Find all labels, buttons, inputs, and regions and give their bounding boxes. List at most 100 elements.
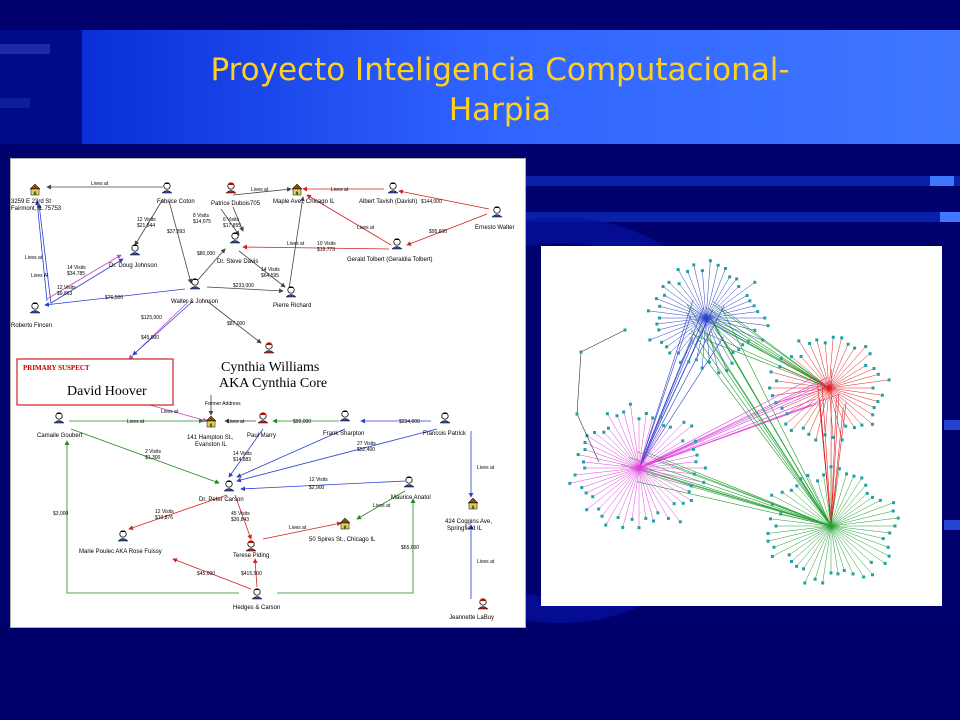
node-label: Jeannette LaBuy [449,615,494,621]
network-node [822,473,826,477]
network-node [852,426,856,430]
network-node [775,379,779,383]
network-edge [823,474,832,527]
edge-label: $9,863 [57,291,73,297]
edge-label: $14,075 [193,219,211,225]
network-node [717,371,721,375]
edge-label: Lives at [127,419,145,425]
network-edge [648,452,832,527]
edge-label: 12 Visits [155,509,174,515]
network-node [657,316,661,320]
network-node [731,350,735,354]
cluster-network-chart [541,246,942,606]
network-edge [586,467,640,510]
network-edge [789,525,832,556]
network-edge [781,387,830,409]
network-node [677,282,681,286]
network-edge [616,415,640,469]
network-edge [656,317,707,325]
network-node [770,394,774,398]
edge-label: Lives at [289,525,307,531]
network-edge [638,426,671,469]
network-node [622,410,626,414]
network-node [630,517,634,521]
edge-label: $415,900 [241,571,262,577]
network-edge [638,467,692,487]
network-edge [638,413,647,469]
network-edge [828,337,842,389]
network-node [660,340,664,344]
network-edge [828,344,849,389]
network-edge [690,329,832,527]
node-label: Camaile Goubert [37,433,83,439]
network-node [681,439,685,443]
edge-label: Lives at [357,225,375,231]
edge-label: $65,000 [401,545,419,551]
network-node [779,512,783,516]
network-edge [772,387,830,396]
edge-label: Lives at [477,465,495,471]
network-node [864,345,868,349]
network-edge [638,422,685,469]
network-edge [638,398,816,469]
network-node [583,466,587,470]
edge-label: $10,876 [155,515,173,521]
network-node [621,525,625,529]
network-node [876,372,880,376]
network-edge [658,317,707,331]
node-label: Terese Piding [233,553,269,559]
network-node [768,517,772,521]
network-node [896,516,900,520]
network-edge [693,264,707,319]
network-edge [680,317,707,363]
network-edge [638,307,705,469]
person-icon [245,540,257,552]
network-edge [705,300,750,319]
network-edge [638,467,669,519]
network-edge [824,342,830,389]
network-node [887,378,891,382]
network-node [756,310,760,314]
network-edge [689,332,830,389]
network-edge [768,525,832,542]
house-icon [339,517,351,530]
network-node [766,324,770,328]
network-node [703,466,707,470]
network-edge [638,467,654,522]
link-analysis-chart: PRIMARY SUSPECT David Hoover Cynthia Wil… [10,158,526,628]
edge-label: 6 Visits [223,217,240,223]
network-node [772,545,776,549]
network-edge [830,525,886,564]
network-edge [791,356,830,389]
edge-label: $2,900 [309,485,325,491]
network-node [883,561,887,565]
network-node [753,280,757,284]
person-icon [339,410,351,422]
network-node [813,577,817,581]
node-label: 424 Coggins Ave, [445,519,492,525]
network-node [652,519,656,523]
network-node [668,425,672,429]
person-icon [439,412,451,424]
network-edge [705,278,737,319]
edge-label: $3,000 [53,511,69,517]
network-node [702,480,706,484]
edge-label: $125,000 [141,315,162,321]
network-edge [773,525,832,548]
slide-title-line1: Proyecto Inteligencia Computacional- [210,52,790,88]
network-node [666,516,670,520]
slide-title-line2: Harpia [448,92,552,128]
network-edge [678,317,707,354]
network-edge [800,356,830,389]
network-node [774,524,778,528]
network-node [707,360,711,364]
node-label: Springfield IL [447,526,483,532]
network-node [891,509,895,513]
network-edge [712,304,830,389]
network-node [766,539,770,543]
network-edge [666,317,707,348]
network-edge [638,417,653,469]
network-node [797,339,801,343]
node-label: Ernesto Walter [475,225,514,231]
network-edge [830,525,845,571]
